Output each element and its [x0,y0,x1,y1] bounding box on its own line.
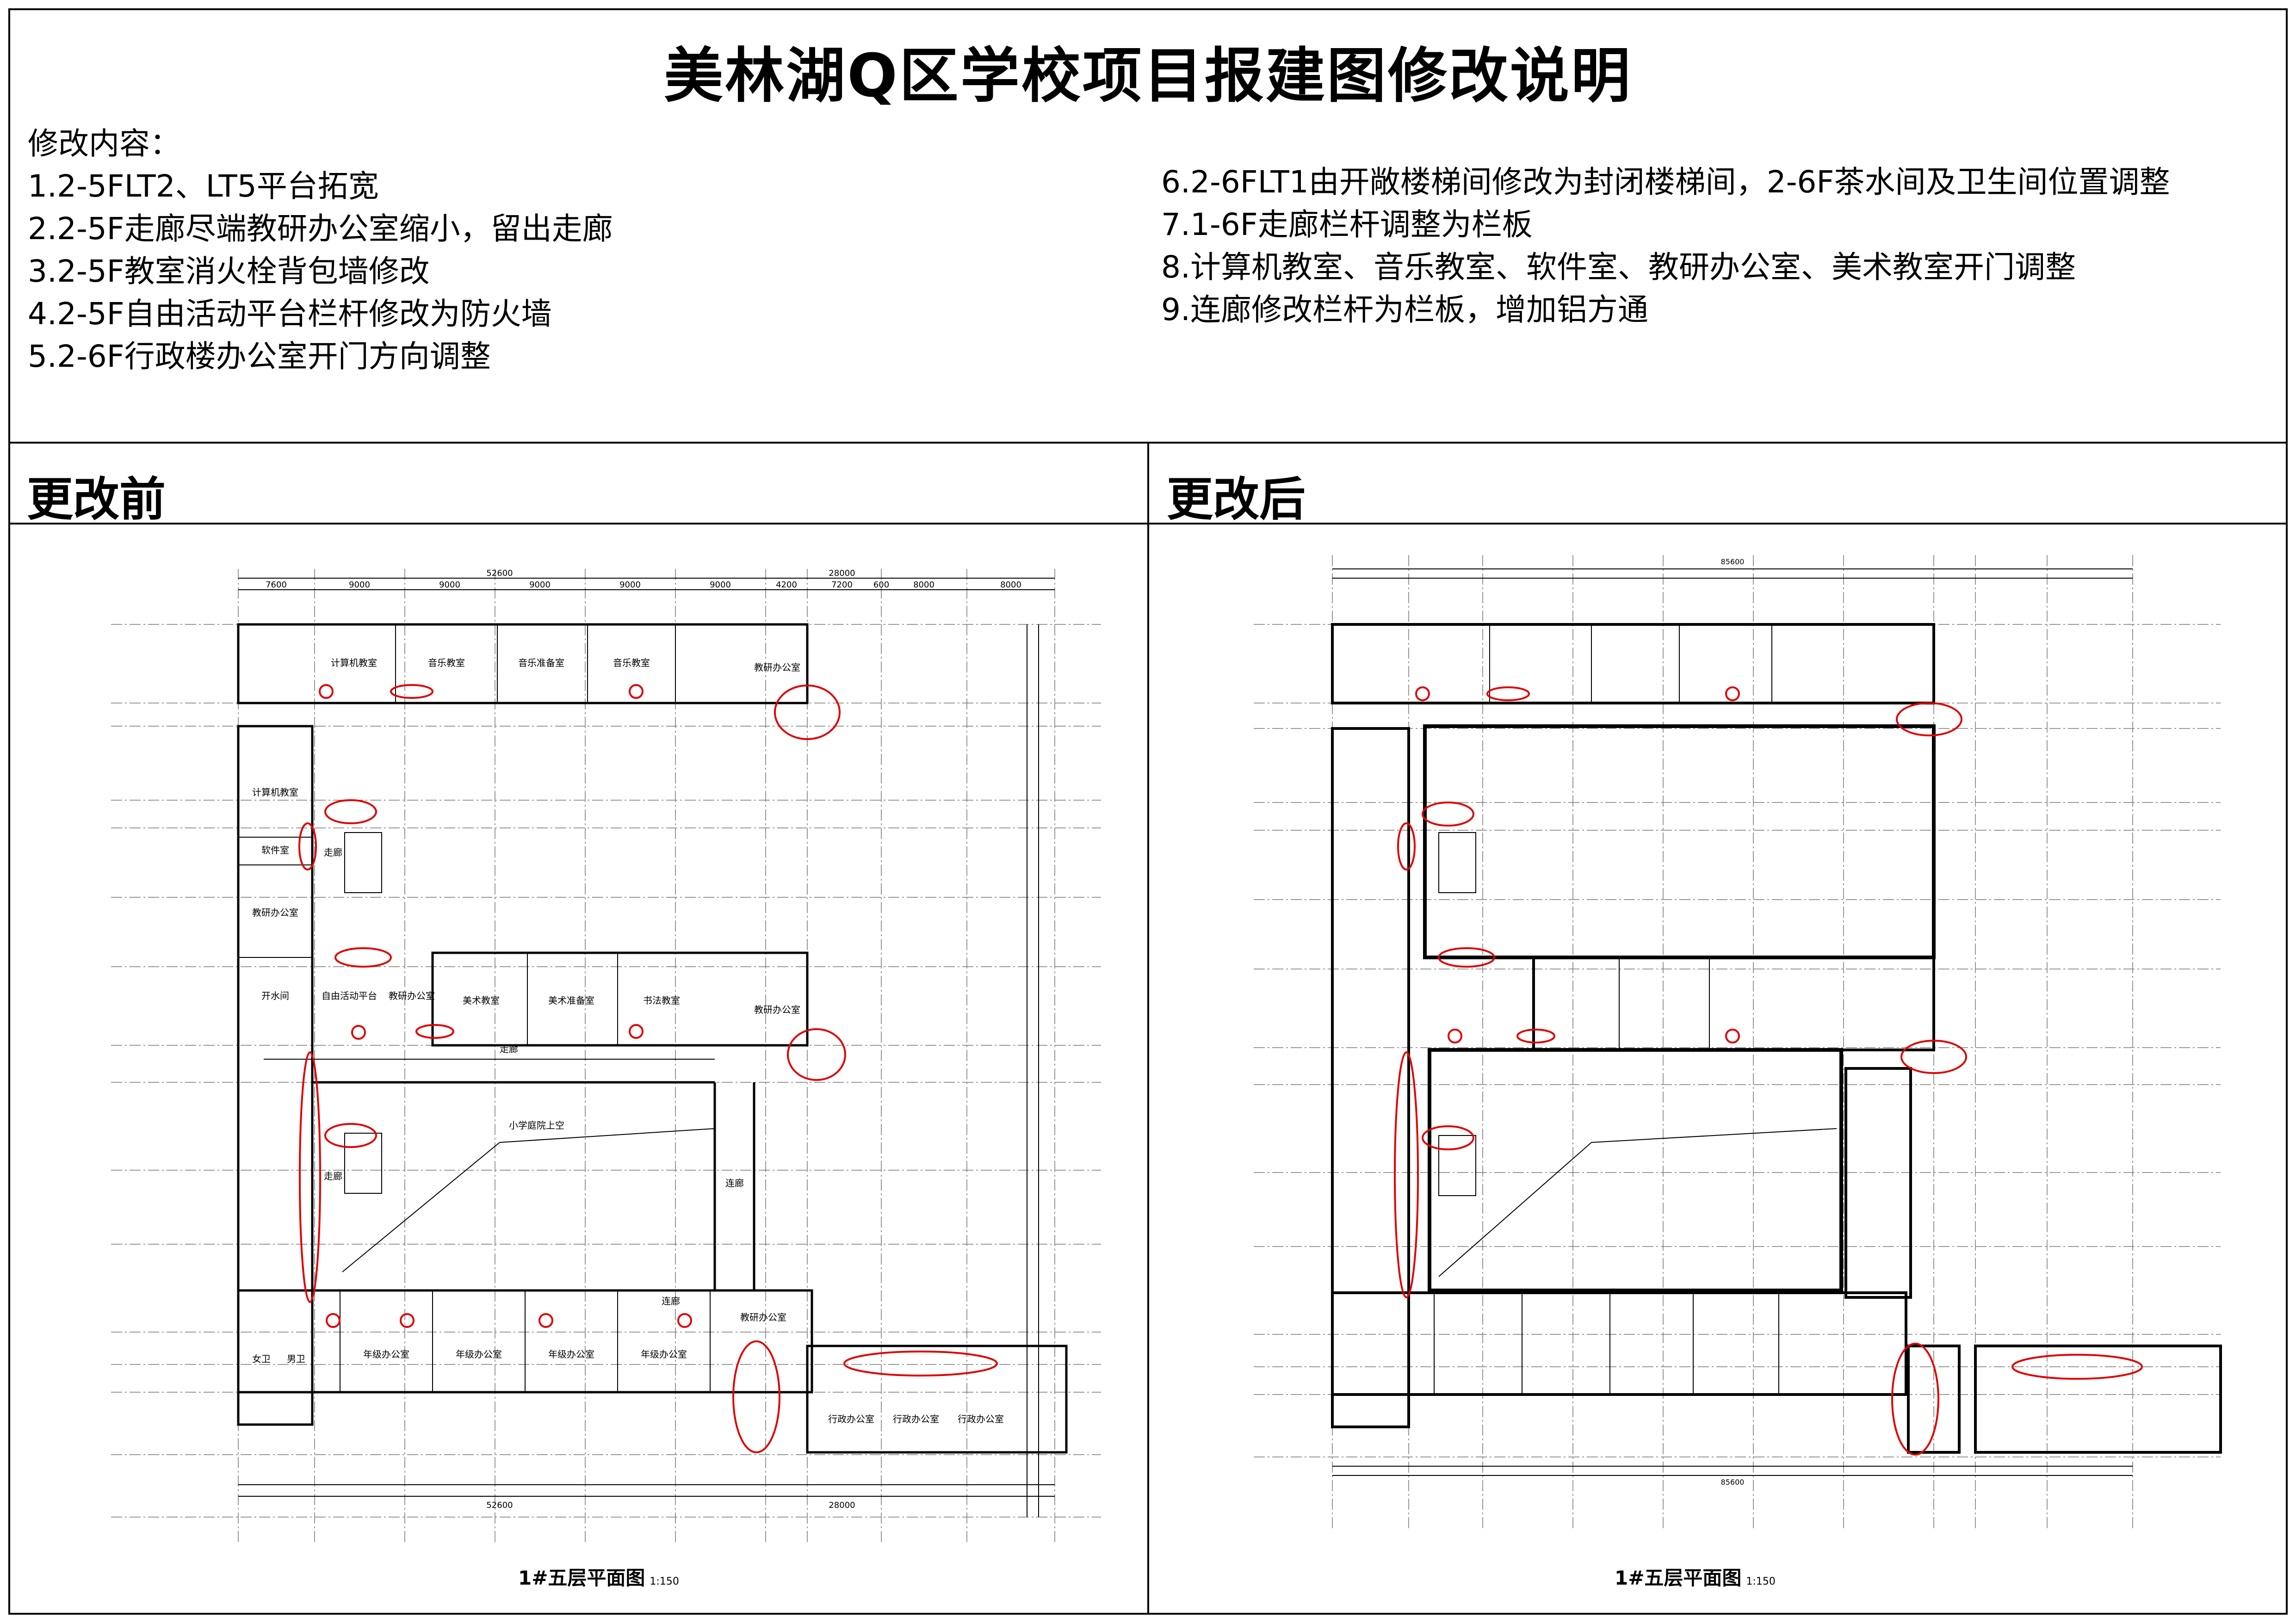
plan-title-text: 1#五层平面图 [1615,1567,1742,1589]
room-label: 计算机教室 [252,787,298,798]
room-label: 年级办公室 [548,1349,594,1360]
room-label: 走廊 [500,1043,518,1055]
room-label: 年级办公室 [363,1349,409,1360]
note-item: 9.连廊修改栏杆为栏板，增加铝方通 [1161,292,1648,327]
room-label: 美术教室 [463,995,500,1006]
note-item: 6.2-6FLT1由开敞楼梯间修改为封闭楼梯间，2-6F茶水间及卫生间位置调整 [1161,164,2170,200]
plan-scale: 1:150 [1746,1576,1776,1587]
room-label: 音乐教室 [613,657,650,668]
room-label: 连廊 [662,1296,680,1307]
dim-label: 9000 [529,580,551,590]
room-label: 书法教室 [643,995,680,1006]
room-label: 行政办公室 [958,1413,1004,1425]
floor-plan-before: 7600 9000 9000 9000 9000 9000 4200 7200 … [111,568,1101,1545]
dim-label: 9000 [349,580,370,590]
room-label: 行政办公室 [893,1413,939,1425]
divider-center [1147,442,1149,1615]
dim-label: 7600 [266,580,287,590]
dim-label: 7200 [831,580,853,590]
room-label: 软件室 [261,845,289,856]
page-title: 美林湖Q区学校项目报建图修改说明 [664,42,1632,111]
plan-title-after: 1#五层平面图 1:150 [1615,1562,1776,1591]
room-label: 教研办公室 [754,662,800,673]
plan-scale: 1:150 [650,1576,679,1587]
dim-total: 28000 [829,1500,855,1510]
room-label: 女卫 [252,1353,271,1364]
room-label: 自由活动平台 [322,990,377,1001]
notes-right: 6.2-6FLT1由开敞楼梯间修改为封闭楼梯间，2-6F茶水间及卫生间位置调整 … [1161,161,2170,331]
dim-total: 28000 [829,568,855,578]
dim-label: 4200 [776,580,797,590]
revision-clouds [298,684,998,1453]
dim-label: 8000 [913,580,934,590]
notes-heading: 修改内容： [28,126,180,161]
room-label: 美术准备室 [548,995,594,1006]
notes-left: 修改内容： 1.2-5FLT2、LT5平台拓宽 2.2-5F走廊尽端教研办公室缩… [28,123,613,378]
dim-total: 52600 [486,1500,513,1510]
label-after: 更改后 [1167,472,1306,526]
room-label: 走廊 [324,1171,342,1182]
room-label: 音乐教室 [428,657,465,668]
room-label: 计算机教室 [331,657,377,668]
room-label: 教研办公室 [754,1004,800,1015]
dim-label: 9000 [439,580,460,590]
dim-total: 85600 [1721,1478,1745,1487]
plan-title-text: 1#五层平面图 [518,1567,645,1589]
room-label: 年级办公室 [456,1349,502,1360]
dim-total: 85600 [1721,557,1745,566]
room-label: 年级办公室 [641,1349,687,1360]
note-item: 1.2-5FLT2、LT5平台拓宽 [28,168,379,204]
room-label: 教研办公室 [740,1312,786,1323]
note-item: 3.2-5F教室消火栓背包墙修改 [28,253,430,289]
floor-plan-after: 85600 85600 [1254,555,2222,1531]
dim-label: 9000 [619,580,641,590]
room-label: 小学庭院上空 [509,1120,564,1131]
room-label: 教研办公室 [389,990,435,1001]
label-before: 更改前 [27,472,166,526]
note-item: 7.1-6F走廊栏杆调整为栏板 [1161,207,1533,242]
dim-label: 600 [873,580,889,590]
plan-title-before: 1#五层平面图 1:150 [518,1562,679,1591]
dim-total: 52600 [486,568,513,578]
room-label: 连廊 [725,1178,744,1189]
room-label: 走廊 [324,847,342,858]
revision-clouds [1394,686,2143,1456]
dim-label: 8000 [1000,580,1021,590]
note-item: 5.2-6F行政楼办公室开门方向调整 [28,339,491,374]
room-label: 音乐准备室 [518,657,564,668]
room-label: 行政办公室 [828,1413,874,1425]
note-item: 8.计算机教室、音乐教室、软件室、教研办公室、美术教室开门调整 [1161,249,2076,285]
note-item: 2.2-5F走廊尽端教研办公室缩小，留出走廊 [28,211,613,247]
note-item: 4.2-5F自由活动平台栏杆修改为防火墙 [28,296,552,332]
room-label: 男卫 [287,1353,305,1364]
room-label: 教研办公室 [252,907,298,918]
room-label: 开水间 [261,990,289,1001]
dim-label: 9000 [710,580,731,590]
